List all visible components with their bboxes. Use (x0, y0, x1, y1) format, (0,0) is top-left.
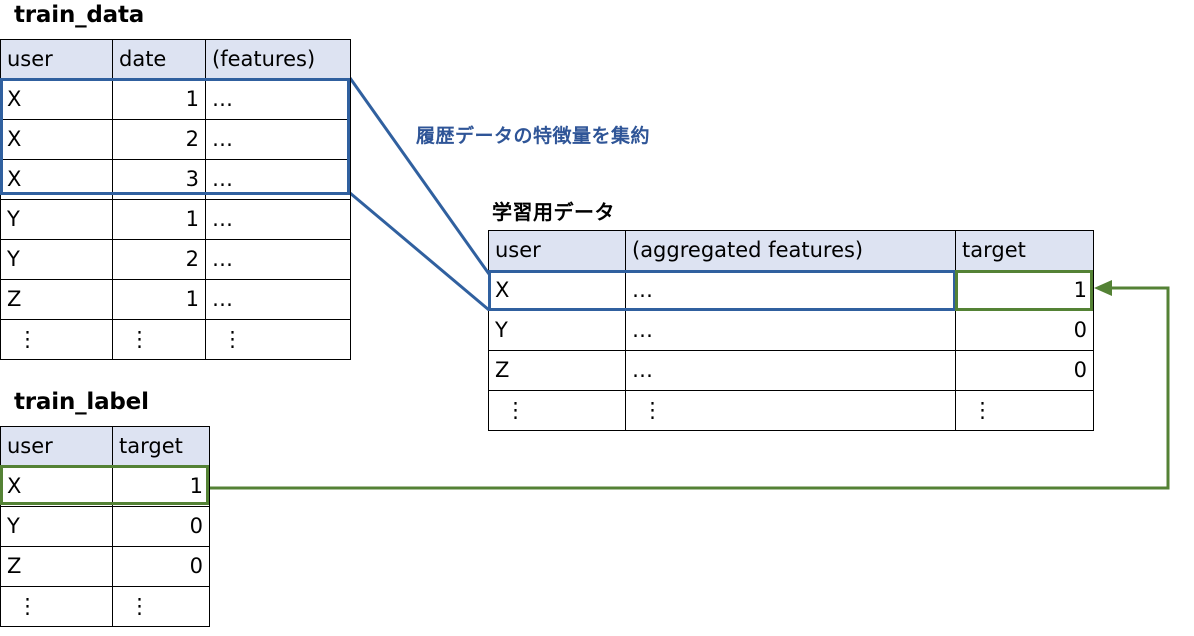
table-row: Y … 0 (488, 310, 1094, 351)
cell-features: … (625, 350, 956, 391)
cell-user-ellipsis: ⋮ (0, 319, 113, 360)
cell-user-ellipsis: ⋮ (488, 390, 626, 431)
column-header-aggregated: (aggregated features) (625, 230, 956, 271)
cell-user: Z (0, 546, 113, 587)
cell-target-ellipsis: ⋮ (112, 586, 210, 627)
cell-target: 1 (955, 270, 1094, 311)
column-header-target: target (955, 230, 1094, 271)
table-header-row: user target (0, 426, 210, 467)
cell-features: … (625, 270, 956, 311)
table-row: X … 1 (488, 270, 1094, 311)
connector-line-top (348, 77, 491, 275)
training-set-table: user (aggregated features) target X … 1 … (488, 230, 1094, 431)
cell-user: X (0, 79, 113, 120)
column-header-target: target (112, 426, 210, 467)
cell-user: Y (0, 199, 113, 240)
cell-features-ellipsis: ⋮ (205, 319, 351, 360)
column-header-features: (features) (205, 39, 351, 80)
cell-user: Y (488, 310, 626, 351)
cell-date: 1 (112, 279, 206, 320)
table-row: Z 0 (0, 546, 210, 587)
column-header-user: user (488, 230, 626, 271)
cell-user-ellipsis: ⋮ (0, 586, 113, 627)
cell-target: 0 (112, 546, 210, 587)
table-row: Y 0 (0, 506, 210, 547)
cell-features: … (205, 279, 351, 320)
cell-date: 1 (112, 199, 206, 240)
table-row-ellipsis: ⋮ ⋮ ⋮ (488, 390, 1094, 431)
label-join-arrowhead (1094, 280, 1112, 296)
table-row-ellipsis: ⋮ ⋮ ⋮ (0, 319, 351, 360)
cell-features: … (205, 159, 351, 200)
cell-user: Z (0, 279, 113, 320)
cell-user: X (0, 119, 113, 160)
cell-user: Y (0, 506, 113, 547)
cell-target: 0 (112, 506, 210, 547)
cell-user: X (0, 466, 113, 507)
cell-features: … (205, 119, 351, 160)
table-row: X 1 … (0, 79, 351, 120)
table-header-row: user (aggregated features) target (488, 230, 1094, 271)
cell-user: Z (488, 350, 626, 391)
cell-target-ellipsis: ⋮ (955, 390, 1094, 431)
training-set-title: 学習用データ (492, 200, 615, 224)
train-data-table: user date (features) X 1 … X 2 … X 3 … (0, 39, 351, 360)
train-data-title: train_data (14, 2, 145, 28)
cell-date: 3 (112, 159, 206, 200)
table-row: X 3 … (0, 159, 351, 200)
cell-user: X (0, 159, 113, 200)
cell-features: … (625, 310, 956, 351)
column-header-date: date (112, 39, 206, 80)
train-label-title: train_label (14, 389, 149, 415)
cell-target: 0 (955, 350, 1094, 391)
cell-features: … (205, 239, 351, 280)
cell-user: Y (0, 239, 113, 280)
table-row: Z … 0 (488, 350, 1094, 391)
column-header-user: user (0, 39, 113, 80)
table-row-ellipsis: ⋮ ⋮ (0, 586, 210, 627)
cell-features-ellipsis: ⋮ (625, 390, 956, 431)
table-row: Y 1 … (0, 199, 351, 240)
cell-date: 2 (112, 239, 206, 280)
train-label-table: user target X 1 Y 0 Z 0 ⋮ ⋮ (0, 426, 210, 627)
cell-features: … (205, 79, 351, 120)
table-row: X 2 … (0, 119, 351, 160)
table-row: Y 2 … (0, 239, 351, 280)
column-header-user: user (0, 426, 113, 467)
cell-date-ellipsis: ⋮ (112, 319, 206, 360)
cell-target: 1 (112, 466, 210, 507)
table-row: Z 1 … (0, 279, 351, 320)
aggregation-annotation: 履歴データの特徴量を集約 (416, 125, 651, 147)
cell-target: 0 (955, 310, 1094, 351)
table-header-row: user date (features) (0, 39, 351, 80)
table-row: X 1 (0, 466, 210, 507)
cell-date: 1 (112, 79, 206, 120)
cell-features: … (205, 199, 351, 240)
cell-date: 2 (112, 119, 206, 160)
cell-user: X (488, 270, 626, 311)
connector-line-bottom (349, 191, 490, 312)
